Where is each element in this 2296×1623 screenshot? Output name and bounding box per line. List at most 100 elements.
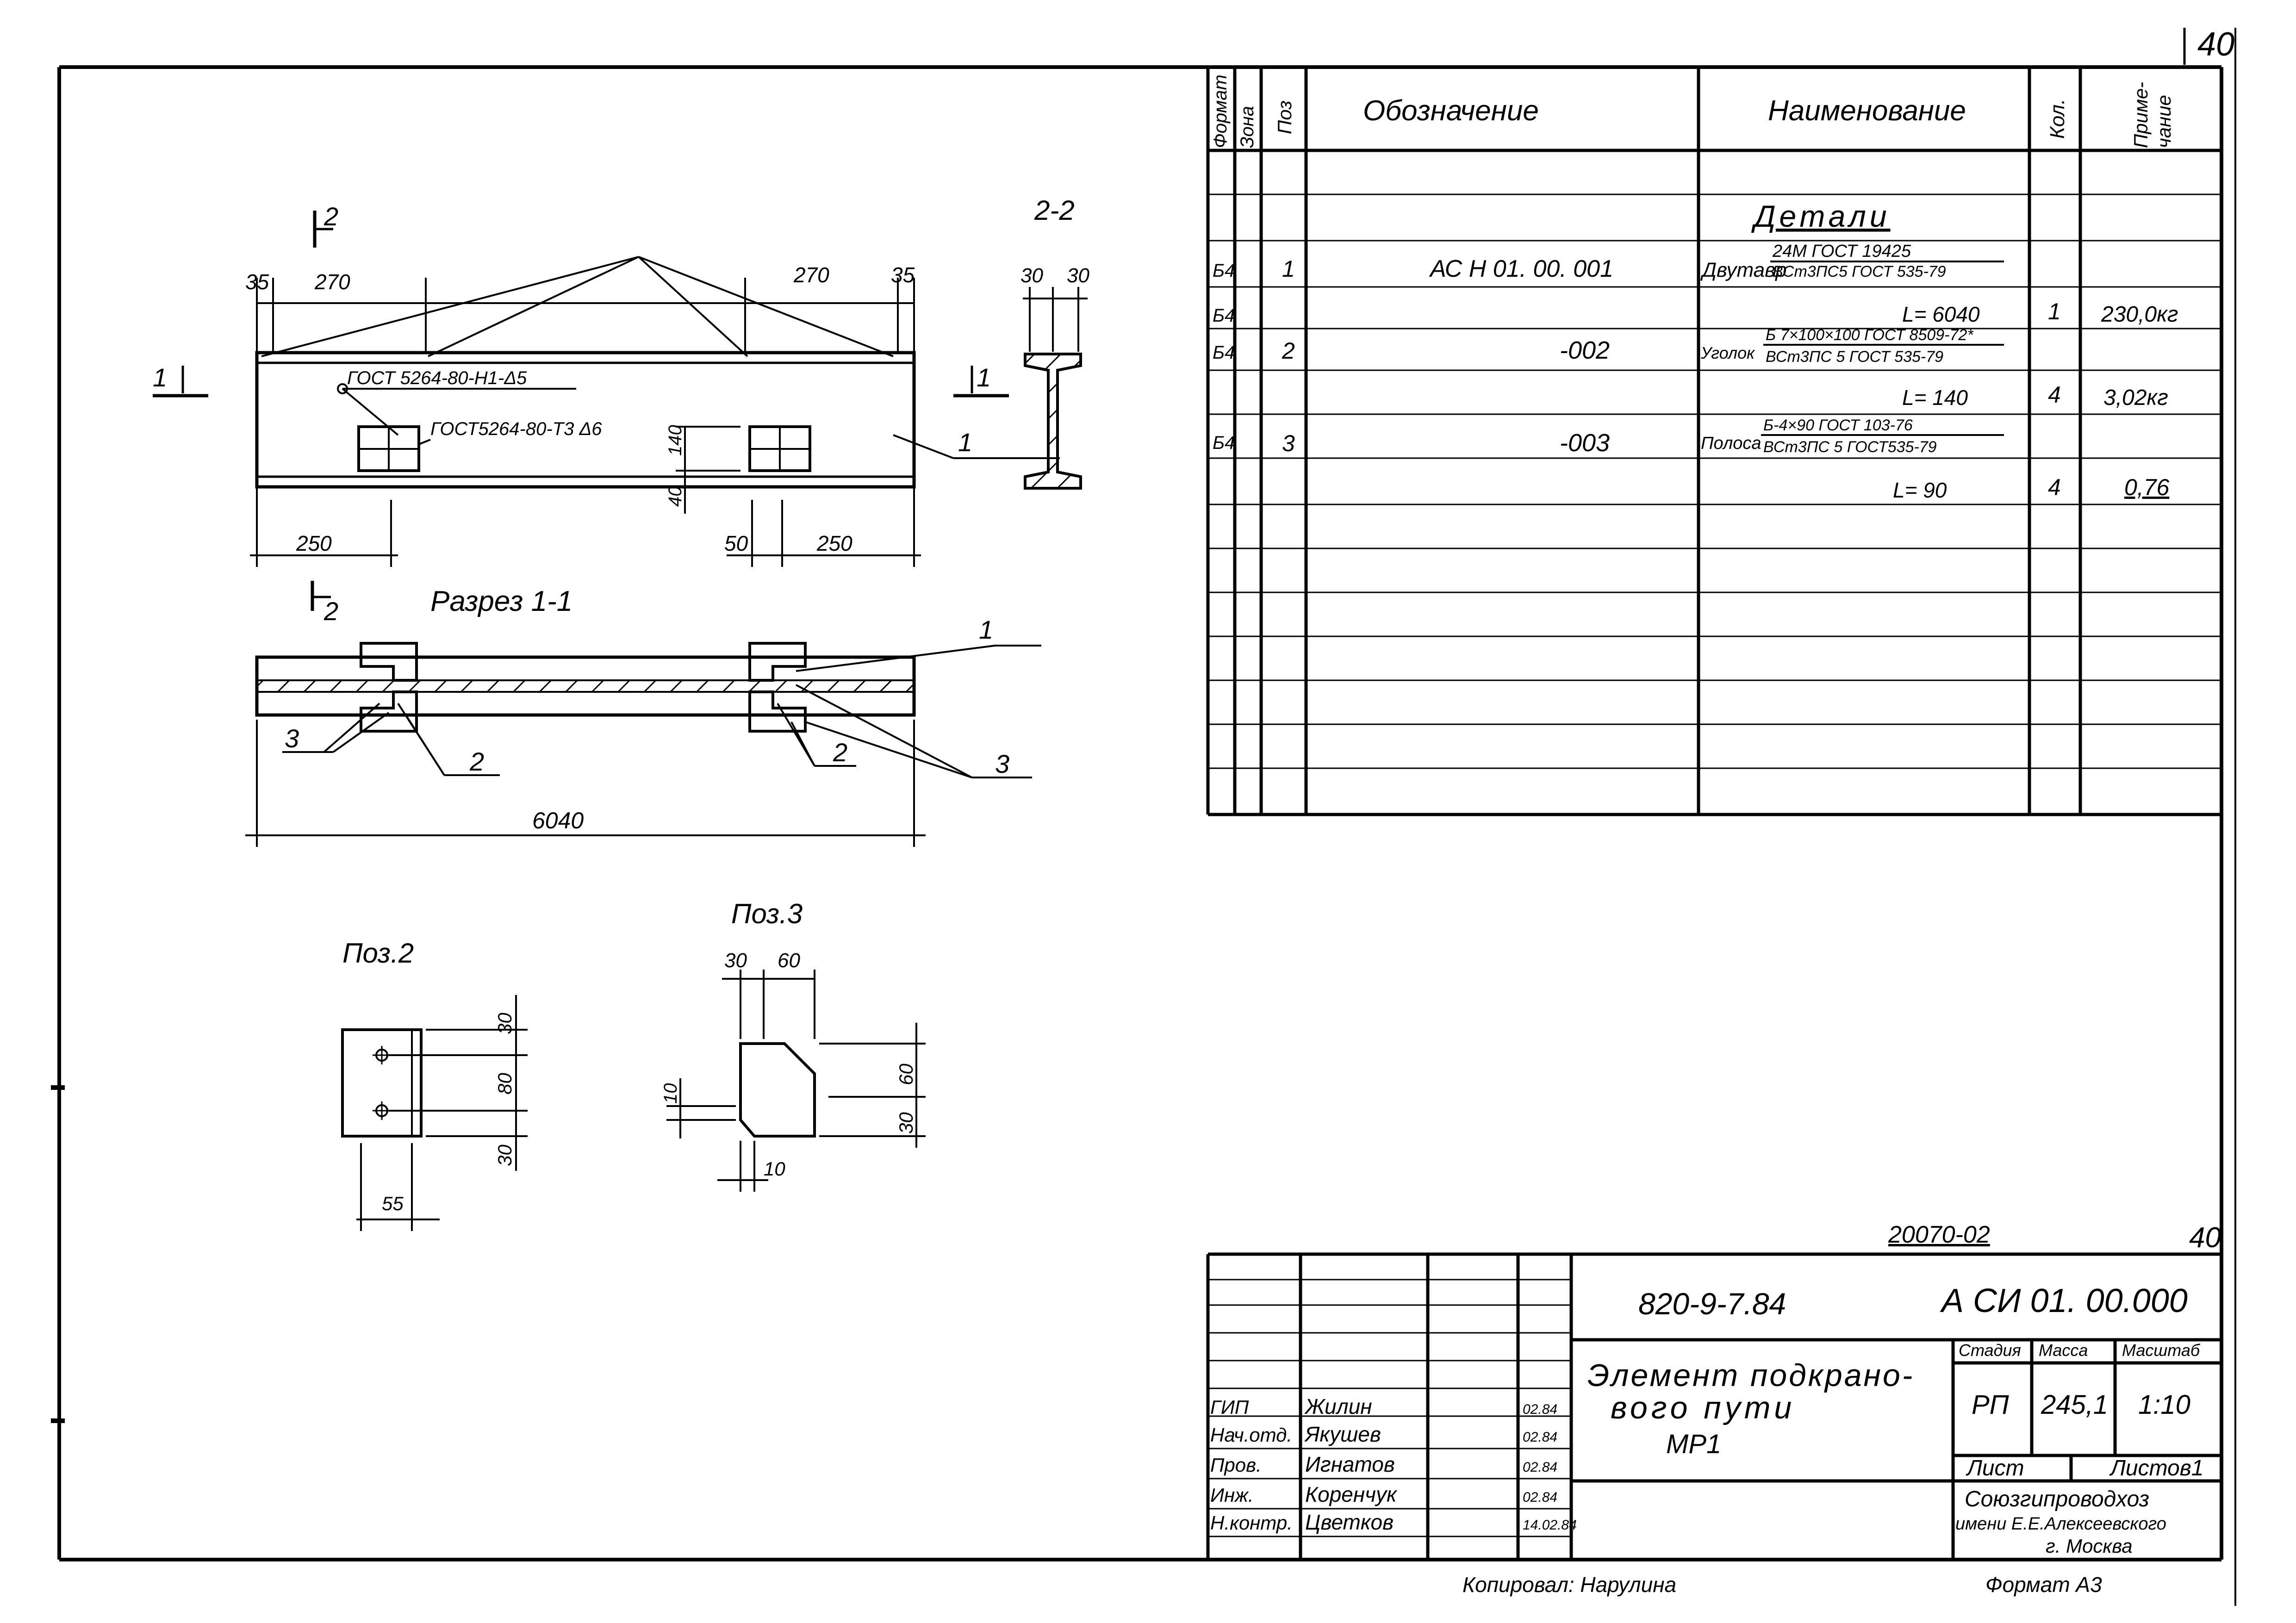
title-block [1206, 1252, 2221, 1560]
poz2-dim-55: 55 [382, 1193, 404, 1214]
position-1-section: 1 [979, 615, 993, 644]
poz3-title: Поз.3 [731, 898, 803, 929]
header-name: Наименование [1768, 95, 1966, 127]
header-quantity: Кол. [2046, 99, 2069, 139]
row3-designation: -002 [1560, 336, 1610, 364]
staff-name: Коренчук [1305, 1482, 1398, 1506]
row4-note: 3,02кг [2103, 386, 2168, 410]
position-3-right: 3 [995, 749, 1009, 778]
row1-format: Б4 [1213, 261, 1235, 281]
weld-note-1: ГОСТ 5264-80-Н1-Δ5 [347, 368, 527, 388]
poz2-plate-detail [341, 995, 528, 1231]
sheets-label: Листов1 [2109, 1456, 2204, 1480]
scale-value: 1:10 [2138, 1390, 2190, 1420]
staff-name: Жилин [1304, 1394, 1372, 1418]
row5-name-top: Б-4×90 ГОСТ 103-76 [1763, 417, 1913, 434]
staff-name: Якушев [1304, 1422, 1381, 1446]
row3-name-bottom: ВСт3ПС 5 ГОСТ 535-79 [1766, 348, 1943, 366]
poz2-title: Поз.2 [342, 938, 414, 969]
position-3-left: 3 [285, 724, 299, 753]
row6-quantity: 4 [2048, 474, 2061, 500]
archive-number: 20070-02 [1888, 1221, 1990, 1248]
staff-name: Игнатов [1305, 1452, 1395, 1476]
copied-by: Копировал: Нарулина [1462, 1573, 1676, 1597]
header-note-line1: Приме- [2130, 82, 2152, 148]
beam-elevation [153, 211, 1060, 611]
cut-mark-right: 1 [977, 363, 991, 392]
stage-label: Стадия [1959, 1341, 2021, 1360]
paper-format: Формат А3 [1985, 1573, 2102, 1597]
specification-table [1206, 67, 2221, 816]
staff-date: 02.84 [1523, 1402, 1557, 1417]
row3-position: 2 [1282, 338, 1295, 364]
header-zone: Зона [1237, 106, 1257, 148]
organization-line-3: г. Москва [2046, 1535, 2133, 1557]
staff-role: Н.контр. [1210, 1512, 1293, 1534]
scale-label: Масштаб [2122, 1341, 2201, 1360]
spec-row-2: Б4 L= 6040 1 230,0кг [1213, 298, 2178, 327]
row5-format: Б4 [1213, 433, 1235, 453]
section-1-1-label: Разрез 1-1 [430, 585, 572, 617]
header-position: Поз [1274, 100, 1295, 134]
spec-row-3: Б4 2 -002 Уголок Б 7×100×100 ГОСТ 8509-7… [1213, 326, 2004, 366]
dim-30-left-22: 30 [1020, 264, 1043, 287]
poz3-dim-30-top: 30 [724, 949, 747, 972]
staff-role: ГИП [1210, 1396, 1249, 1418]
staff-date: 02.84 [1523, 1430, 1557, 1445]
sheet-label: Лист [1966, 1456, 2024, 1480]
poz2-dim-80: 80 [494, 1073, 516, 1094]
corner-sheet-number: 40 [2197, 26, 2234, 63]
ibeam-section-2-2 [1023, 287, 1088, 490]
dim-250-right: 250 [816, 531, 852, 555]
header-format: Формат [1210, 75, 1231, 148]
dim-6040: 6040 [532, 808, 584, 833]
stage-value: РП [1972, 1390, 2010, 1420]
header-designation: Обозначение [1363, 95, 1539, 127]
row4-length: L= 140 [1902, 386, 1968, 410]
staff-role: Нач.отд. [1210, 1424, 1292, 1446]
poz2-dim-30-top: 30 [494, 1013, 516, 1034]
dim-140: 140 [665, 425, 685, 456]
header-note-line2: чание [2153, 95, 2175, 148]
title-line-3: МР1 [1666, 1429, 1721, 1459]
poz3-dim-10-bottom: 10 [764, 1158, 785, 1180]
row3-format: Б4 [1213, 342, 1235, 363]
mass-label: Масса [2039, 1341, 2088, 1360]
row3-name-prefix: Уголок [1700, 343, 1755, 362]
dim-270-left: 270 [314, 270, 350, 294]
row5-position: 3 [1282, 430, 1295, 456]
spec-row-5: Б4 3 -003 Полоса Б-4×90 ГОСТ 103-76 ВСт3… [1213, 417, 2004, 457]
view-mark-bottom: 2 [324, 597, 338, 626]
series-number: 820-9-7.84 [1638, 1287, 1786, 1321]
sheet-frame [51, 28, 2236, 1606]
title-line-1: Элемент подкрано- [1587, 1358, 1914, 1393]
row2-format: Б4 [1213, 305, 1235, 326]
dim-250-left: 250 [296, 531, 332, 555]
row1-name-bottom: ВСт3ПС5 ГОСТ 535-79 [1773, 263, 1946, 280]
spec-row-6: L= 90 4 0,76 [1893, 474, 2170, 502]
staff-name: Цветков [1305, 1510, 1394, 1534]
row2-length: L= 6040 [1902, 302, 1980, 326]
poz3-dim-30-right: 30 [895, 1112, 917, 1134]
dim-35-right: 35 [891, 263, 915, 287]
spec-table-header: Формат Зона Поз Обозначение Наименование… [1210, 75, 2175, 148]
spec-row-4: L= 140 4 3,02кг [1902, 382, 2168, 410]
position-2-right: 2 [833, 738, 847, 767]
view-mark-top: 2 [324, 202, 338, 231]
organization-line-2: имени Е.Е.Алексеевского [1955, 1514, 2166, 1534]
poz3-dim-60-right: 60 [895, 1063, 917, 1085]
dim-270-right: 270 [793, 263, 829, 287]
title-line-2: вого пути [1611, 1390, 1795, 1425]
staff-role: Пров. [1210, 1454, 1262, 1476]
dim-35-left: 35 [245, 270, 269, 294]
poz3-plate-detail [666, 970, 926, 1192]
weld-note-2: ГОСТ5264-80-Т3 Δ6 [430, 419, 602, 439]
mass-value: 245,1 [2041, 1390, 2108, 1420]
section-2-2-label: 2-2 [1034, 195, 1075, 226]
row4-quantity: 4 [2048, 382, 2061, 408]
organization-line-1: Союзгипроводхоз [1965, 1487, 2149, 1511]
dim-40: 40 [665, 486, 685, 507]
row5-name-prefix: Полоса [1701, 434, 1761, 453]
